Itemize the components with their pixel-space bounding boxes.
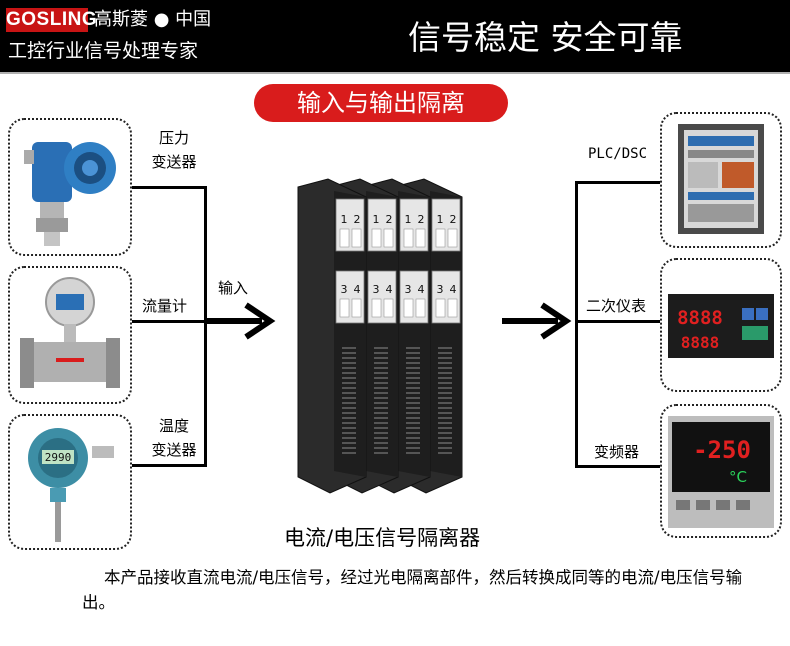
pressure-transmitter-icon xyxy=(24,142,116,246)
input-label-flowmeter: 流量计 xyxy=(142,297,188,315)
tagline: 工控行业信号处理专家 xyxy=(8,40,199,62)
terminal-label: 2 xyxy=(418,213,425,226)
inverter-frame: -250 °C xyxy=(660,404,782,538)
meter-bottom-value: 8888 xyxy=(681,333,720,352)
description-text: 本产品接收直流电流/电压信号，经过光电隔离部件，然后转换成同等的电流/电压信号输… xyxy=(82,568,743,612)
terminal-label: 3 xyxy=(373,283,380,296)
terminal-label: 3 xyxy=(437,283,444,296)
brand-logo: GOSLING xyxy=(6,8,98,32)
input-label-pressure: 压力 变送器 xyxy=(151,129,197,171)
flowmeter-icon xyxy=(20,277,120,388)
terminal-label: 4 xyxy=(354,283,361,296)
connector-line xyxy=(132,186,206,189)
input-label: 输入 xyxy=(218,279,249,297)
plc-frame xyxy=(660,112,782,248)
terminal-label: 4 xyxy=(418,283,425,296)
connector-line xyxy=(132,464,206,467)
terminal-label: 2 xyxy=(354,213,361,226)
input-arrow-icon xyxy=(206,302,276,340)
connector-line xyxy=(575,181,663,184)
output-label-plc: PLC/DSC xyxy=(588,146,648,162)
connector-line xyxy=(575,181,578,468)
controller-value: -250 xyxy=(693,436,751,464)
terminal-label: 1 xyxy=(341,213,348,226)
temperature-transmitter-icon: 2990 xyxy=(28,428,114,542)
terminal-label: 3 xyxy=(405,283,412,296)
terminal-label: 4 xyxy=(450,283,457,296)
connector-line xyxy=(575,465,663,468)
header-bar: GOSLING 高斯菱 ● 中国 工控行业信号处理专家 信号稳定 安全可靠 xyxy=(0,0,790,72)
terminal-label: 1 xyxy=(405,213,412,226)
terminal-label: 3 xyxy=(341,283,348,296)
controller-icon: -250 °C xyxy=(668,416,774,528)
connector-line xyxy=(575,320,663,323)
temperature-transmitter-frame: 2990 xyxy=(8,414,132,550)
terminal-label: 4 xyxy=(386,283,393,296)
control-cabinet-icon xyxy=(678,124,764,234)
connector-line xyxy=(132,320,206,323)
flowmeter-frame xyxy=(8,266,132,404)
output-label-inverter: 变频器 xyxy=(594,443,640,461)
terminal-label: 1 xyxy=(373,213,380,226)
terminal-label: 2 xyxy=(386,213,393,226)
terminal-label: 2 xyxy=(450,213,457,226)
output-label-meter: 二次仪表 xyxy=(586,297,647,315)
digital-meter-icon: 8888 8888 xyxy=(668,294,774,358)
brand-name: 高斯菱 ● 中国 xyxy=(94,9,212,30)
banner-title: 输入与输出隔离 xyxy=(254,84,508,122)
output-arrow-icon xyxy=(502,302,572,340)
slogan: 信号稳定 安全可靠 xyxy=(408,18,683,57)
pressure-transmitter-frame xyxy=(8,118,132,256)
controller-unit: °C xyxy=(729,468,747,486)
meter-top-value: 8888 xyxy=(677,307,723,329)
meter-frame: 8888 8888 xyxy=(660,258,782,392)
divider xyxy=(0,72,790,74)
terminal-label: 1 xyxy=(437,213,444,226)
connector-line xyxy=(204,186,207,467)
module-caption: 电流/电压信号隔离器 xyxy=(284,526,481,550)
temp-display-value: 2990 xyxy=(45,451,72,464)
input-label-temperature: 温度 变送器 xyxy=(151,417,197,459)
